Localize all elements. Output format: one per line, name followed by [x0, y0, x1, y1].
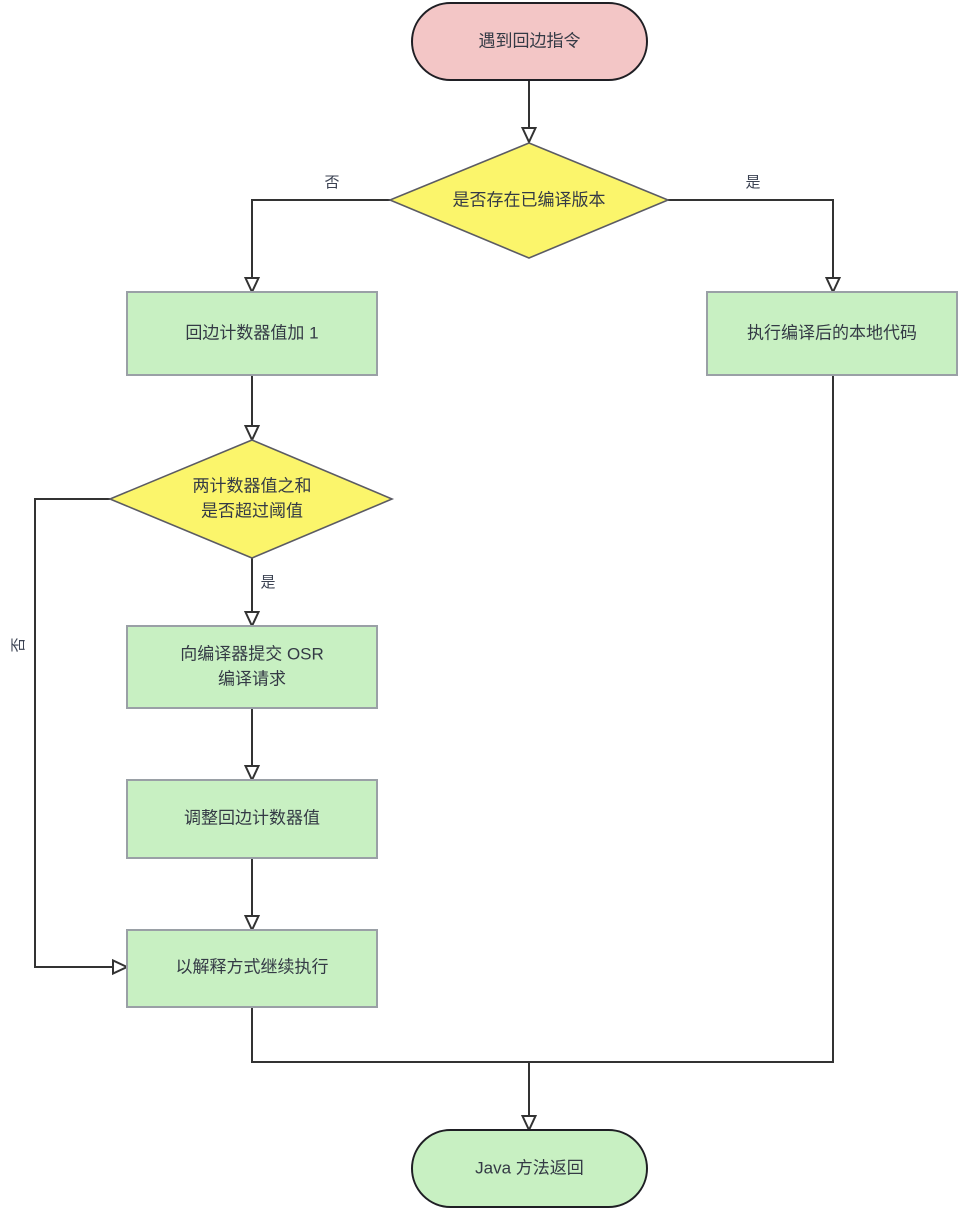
edge-line [668, 199, 834, 280]
edge-label-no-threshold: 否 [10, 637, 27, 652]
node-continue-interpreting[interactable]: 以解释方式继续执行 [126, 929, 378, 1008]
node-decision1-label: 是否存在已编译版本 [453, 190, 606, 209]
edge-start-to-decision1 [520, 80, 538, 145]
node-p1-shape[interactable] [126, 291, 378, 376]
arrow-head [520, 127, 538, 145]
node-p4-shape[interactable] [126, 929, 378, 1008]
edge-decision2-to-osr: 是 [243, 558, 276, 629]
edge-label-yes-compiled: 是 [745, 174, 760, 191]
edge-line [251, 199, 390, 280]
edge-native-to-return [529, 375, 834, 1063]
edge-label-no-compiled: 否 [324, 174, 339, 191]
node-decision2-label-line1: 两计数器值之和 [193, 476, 312, 495]
node-submit-osr-request[interactable]: 向编译器提交 OSR 编译请求 [126, 625, 378, 709]
node-p2-shape[interactable] [126, 625, 378, 709]
edge-line [34, 498, 115, 968]
node-execute-native-code[interactable]: 执行编译后的本地代码 [706, 291, 958, 376]
arrow-head [520, 1115, 538, 1133]
node-decision-counter-sum-threshold[interactable]: 两计数器值之和 是否超过阈值 [107, 439, 395, 559]
edge-osr-to-adjust [243, 708, 261, 783]
node-p2-label-line2: 编译请求 [218, 669, 286, 688]
edge-decision2-to-interpret: 否 [10, 498, 130, 976]
node-decision1-shape[interactable] [387, 142, 671, 259]
node-p3-shape[interactable] [126, 779, 378, 859]
node-p4-label: 以解释方式继续执行 [176, 957, 329, 976]
node-decision-has-compiled-version[interactable]: 是否存在已编译版本 [387, 142, 671, 259]
node-decision2-shape[interactable] [107, 439, 395, 559]
arrow-head [243, 611, 261, 629]
arrow-head [243, 765, 261, 783]
node-decision2-label-line2: 是否超过阈值 [201, 501, 303, 520]
edge-decision1-to-native: 是 [668, 174, 842, 295]
edge-line [529, 375, 834, 1063]
node-start[interactable]: 遇到回边指令 [411, 2, 648, 81]
arrow-head [112, 958, 130, 976]
node-adjust-backedge-counter[interactable]: 调整回边计数器值 [126, 779, 378, 859]
arrow-head [243, 425, 261, 443]
edge-counter-to-decision2 [243, 375, 261, 443]
node-p2-label-line1: 向编译器提交 OSR [180, 644, 324, 663]
node-native-shape[interactable] [706, 291, 958, 376]
node-end-shape[interactable] [411, 1129, 648, 1208]
node-start-label: 遇到回边指令 [479, 31, 581, 50]
node-increment-backedge-counter[interactable]: 回边计数器值加 1 [126, 291, 378, 376]
edge-adjust-to-interpret [243, 858, 261, 933]
arrow-head [824, 277, 842, 295]
node-end-label: Java 方法返回 [475, 1158, 584, 1177]
arrow-head [243, 277, 261, 295]
arrow-head [243, 915, 261, 933]
edge-label-yes-threshold: 是 [260, 574, 275, 591]
node-p3-label: 调整回边计数器值 [184, 808, 320, 827]
edge-interpret-to-return [251, 1007, 538, 1133]
edge-decision1-to-counter: 否 [243, 174, 390, 295]
node-native-label: 执行编译后的本地代码 [747, 323, 917, 342]
node-start-shape[interactable] [411, 2, 648, 81]
node-p1-label: 回边计数器值加 1 [185, 323, 318, 342]
edge-line [251, 1007, 530, 1118]
node-java-method-return[interactable]: Java 方法返回 [411, 1129, 648, 1208]
